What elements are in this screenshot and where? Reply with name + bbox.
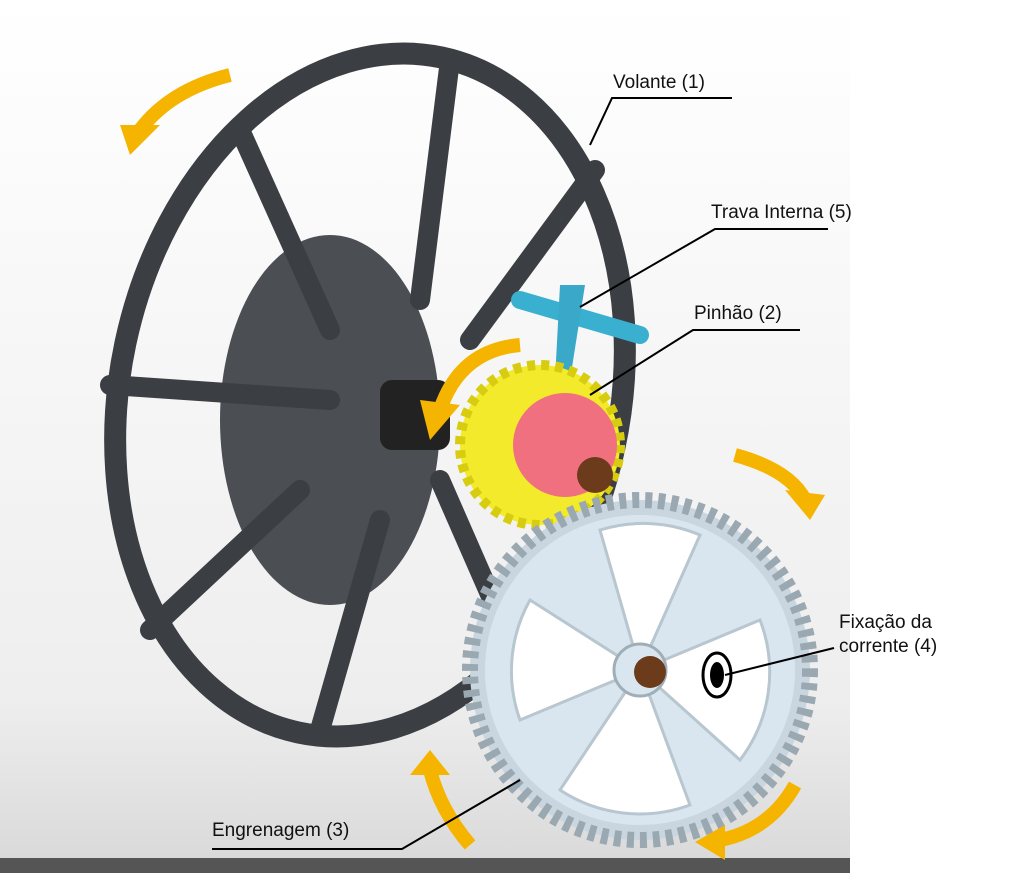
label-fixacao-line2: corrente (4) <box>839 636 938 657</box>
bottom-band <box>0 858 850 873</box>
leader-lines <box>212 97 835 850</box>
pinion <box>455 360 625 530</box>
rotation-arrows <box>134 68 812 850</box>
label-engrenagem: Engrenagem (3) <box>212 820 350 841</box>
handwheel <box>100 42 636 748</box>
arrow-heads <box>120 125 825 860</box>
label-trava-interna: Trava Interna (5) <box>711 202 852 223</box>
label-pinhao: Pinhão (2) <box>694 303 782 324</box>
label-fixacao-line1: Fixação da <box>839 612 932 633</box>
large-gear <box>462 492 818 848</box>
label-volante: Volante (1) <box>613 72 705 93</box>
internal-latch <box>511 285 649 380</box>
wheel-spokes <box>100 50 605 740</box>
